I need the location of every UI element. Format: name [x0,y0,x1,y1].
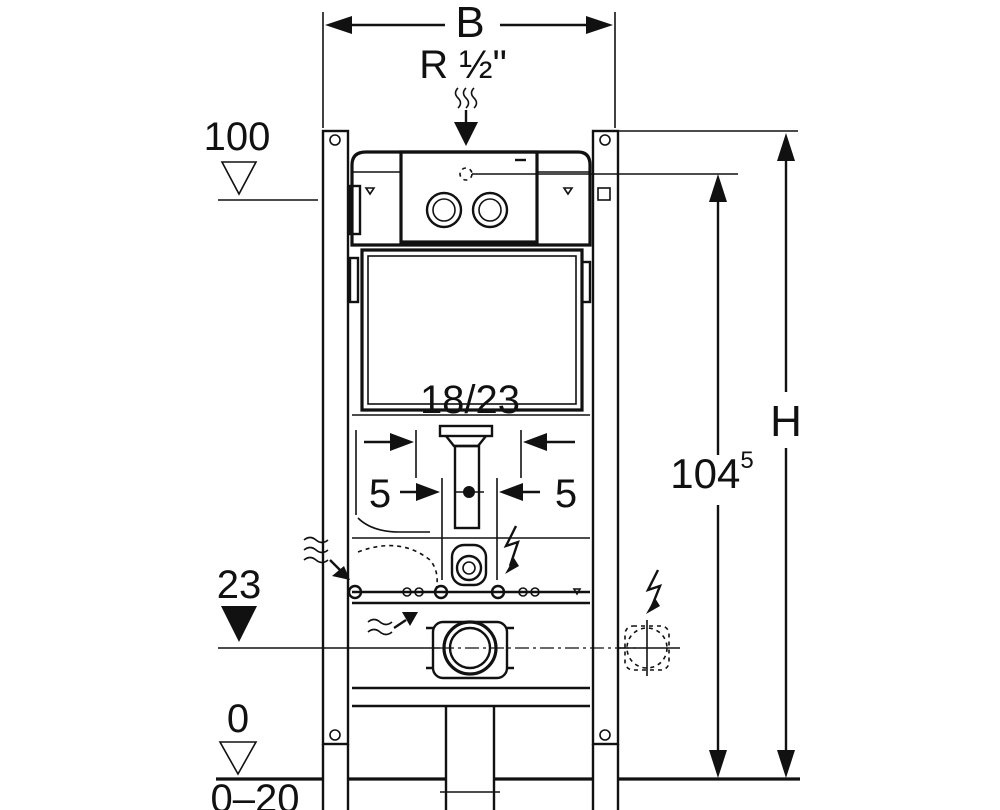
arrow-down-icon [777,750,795,778]
arrow-right-icon [390,433,414,451]
water-wave-icon [303,536,350,580]
water-wave-icon [454,87,478,109]
cistern-top [348,150,738,304]
label-floor-range: 0–20 [211,777,300,810]
arrow-left-icon [499,483,523,501]
frame-upright-right [591,129,620,810]
arrow-up-icon [709,174,727,202]
label-height-h: H [770,397,802,446]
arrow-down-icon [709,750,727,778]
frame-upright-left [321,129,350,810]
arrow-left-icon [325,16,352,34]
label-level-100: 100 [204,115,271,159]
level-marker-100: 100 [204,115,318,201]
dimension-height-h: H [618,130,802,778]
mounting-rail-upper [347,430,590,605]
label-level-23: 23 [217,563,262,607]
arrow-left-icon [523,433,547,451]
level-triangle-filled-icon [221,606,257,642]
electrical-lightning-icon [503,525,520,574]
electrical-socket [619,569,680,676]
level-triangle-icon [220,161,258,196]
label-width-b: B [455,0,484,47]
dimension-width-b: B [322,0,616,128]
water-inlet-annotation: R ½" [419,43,507,146]
level-triangle-icon [218,741,258,776]
cistern-body [352,248,590,416]
dimension-18-23: 18/23 [364,378,575,478]
arrow-down-icon [454,122,478,146]
arrow-up-icon [777,133,795,161]
dimension-5-5: 5 5 [369,472,577,580]
flush-button-small-icon [471,191,509,229]
label-spacing-5-right: 5 [555,472,577,516]
label-thread-r: R ½" [419,43,507,87]
level-marker-23: 23 [217,563,440,649]
drain-connection [352,620,640,810]
dimension-height-104: 1045 [670,174,754,778]
arrow-right-icon [416,483,440,501]
label-spacing-18-23: 18/23 [420,378,520,422]
label-spacing-5-left: 5 [369,472,391,516]
label-level-0: 0 [227,697,249,741]
flush-button-large-icon [425,191,463,229]
arrow-right-icon [586,16,613,34]
floor-level-0: 0 0–20 [211,697,800,810]
flush-pipe [438,424,494,530]
label-height-104: 1045 [670,447,753,497]
water-wave-icon [367,612,418,636]
